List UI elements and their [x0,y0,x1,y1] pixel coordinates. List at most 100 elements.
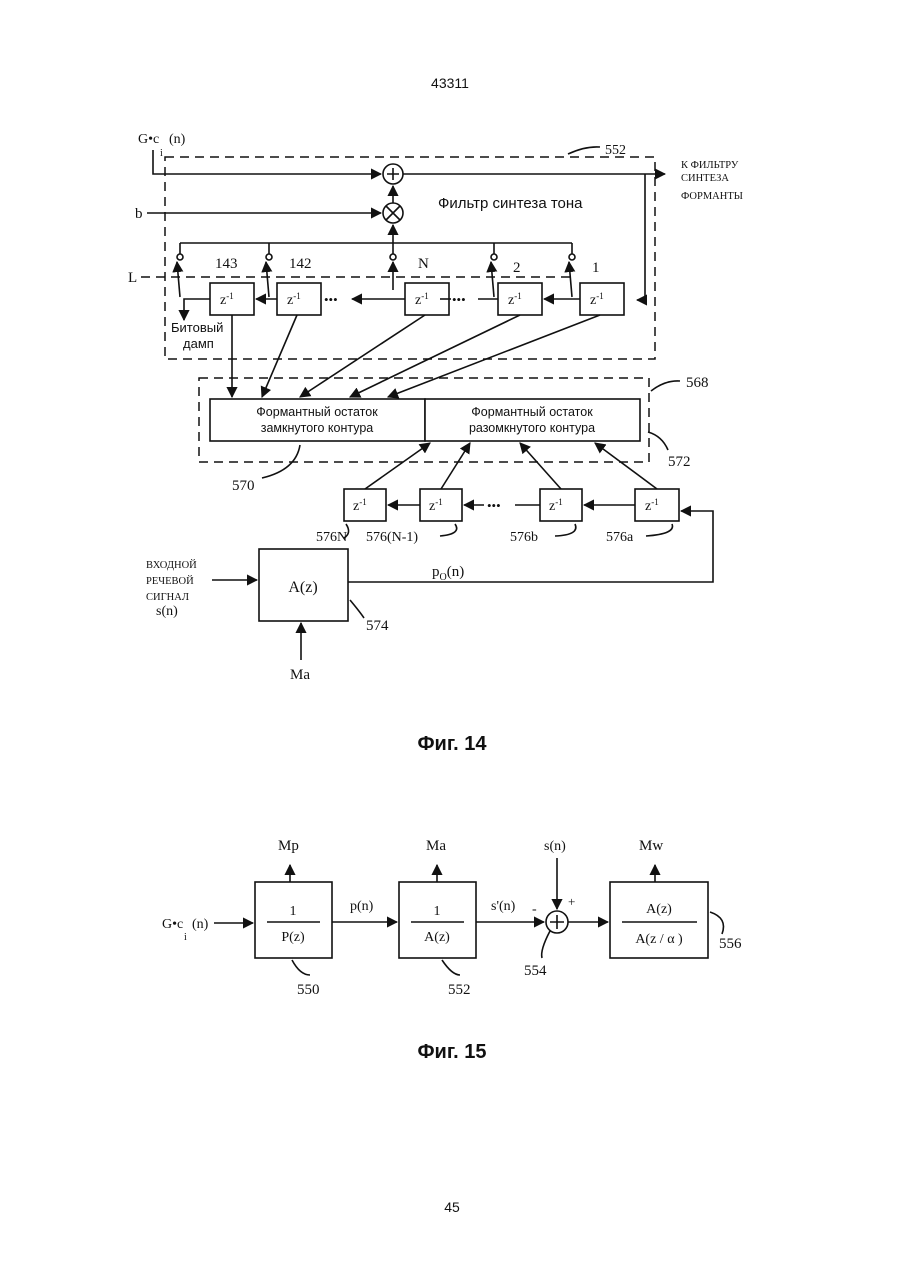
block1-control-label: Mp [278,838,299,854]
ref-576N-1: 576(N-1) [366,530,418,545]
576b-to-open-loop [520,443,561,489]
delay-block-143: z-1 [210,283,254,315]
speech-input-label-line4: s(n) [156,604,178,619]
p0-label: pO(n) [432,564,464,583]
p-signal-label: p(n) [350,899,374,914]
s-prime-signal-label: s'(n) [491,899,516,914]
formant-synthesis-block [399,882,476,958]
figure-14: G•c i (n) К ФИЛЬТРУ СИНТЕЗА ФОРМАНТЫ 552… [128,132,743,755]
open-loop-label-line1: Формантный остаток [471,405,593,419]
576a-to-open-loop [595,443,657,489]
tap-label-1: 1 [592,260,600,276]
ref-554-leader [542,931,550,958]
ref-552-leader [568,147,600,154]
gc-to-adder-line [153,150,381,174]
delay142-to-closed-loop [262,315,297,397]
ref-574-leader [350,600,364,618]
delay-block-2: z-1 [498,283,542,315]
tap-drops [180,243,572,254]
chain-to-bit-dump [184,299,210,320]
delayN-to-closed-loop [300,315,425,397]
bit-dump-label-line1: Битовый [171,320,223,335]
document-number: 43311 [431,75,469,91]
ref-576N-1-leader [440,524,457,536]
output-label-line3: ФОРМАНТЫ [681,191,743,202]
block2-control-label: Ma [426,838,446,854]
tap-contact-143 [177,254,183,260]
lower-chain-ellipsis: ••• [487,498,501,513]
tap-label-N: N [418,256,429,272]
ref-556-leader [710,912,724,934]
pitch-filter-title: Фильтр синтеза тона [438,195,583,212]
output-label-line2: СИНТЕЗА [681,173,729,184]
ref-552: 552 [605,143,626,158]
block2-denominator: A(z) [424,930,450,945]
delay-block-576a: z-1 [635,489,679,521]
fig15-input-gc-arg: (n) [192,917,209,932]
block1-numerator: 1 [290,904,297,919]
tap-label-2: 2 [513,260,521,276]
tap-contact-2 [491,254,497,260]
ma-control-label: Ma [290,667,310,683]
tap-contact-142 [266,254,272,260]
speech-input-label-line1: ВХОДНОЙ [146,559,197,571]
ref-552-fig15: 552 [448,982,471,998]
tap-label-143: 143 [215,256,238,272]
block1-denominator: P(z) [281,930,305,945]
ref-556: 556 [719,936,742,952]
bit-dump-label-line2: дамп [183,336,214,351]
576N-to-open-loop [365,443,430,489]
ref-570: 570 [232,478,255,494]
input-L-label: L [128,270,137,286]
summer-minus-sign: - [532,902,537,917]
ref-550: 550 [297,982,320,998]
delay-block-1: z-1 [580,283,624,315]
delay-block-576N: z-1 [344,489,386,521]
ref-568: 568 [686,375,709,391]
ref-572-leader [648,432,668,450]
figure-15: G•c i (n) 1 P(z) Mp 550 p(n) 1 A(z) Ma 5… [162,838,742,1063]
switch-arm-142 [266,262,269,297]
fig14-input-gc-label: G•c [138,132,159,147]
speech-input-label-line3: СИГНАЛ [146,592,189,603]
switch-arm-2 [491,262,494,297]
delay-block-142: z-1 [277,283,321,315]
analysis-filter-label: A(z) [288,579,317,596]
output-feedback-line [637,174,645,300]
block3-denominator: A(z / α ) [635,932,683,947]
ref-554: 554 [524,963,547,979]
fig15-input-gc-subscript: i [184,932,187,943]
ref-576a-leader [646,524,672,536]
ref-576b-leader [555,524,576,536]
576N-1-to-open-loop [441,443,470,489]
closed-loop-label-line1: Формантный остаток [256,405,378,419]
output-label-line1: К ФИЛЬТРУ [681,160,739,171]
tap-contact-N [390,254,396,260]
tap-label-142: 142 [289,256,312,272]
ref-550-leader [292,960,310,975]
delay-block-576b: z-1 [540,489,582,521]
speech-input-label-line2: РЕЧЕВОЙ [146,575,194,587]
figure-14-caption: Фиг. 14 [417,733,487,755]
fig15-input-gc-label: G•c [162,917,183,932]
pitch-synthesis-block [255,882,332,958]
input-b-label: b [135,206,143,222]
closed-loop-label-line2: замкнутого контура [261,421,374,435]
delay-block-576N-1: z-1 [420,489,462,521]
block3-control-label: Mw [639,838,663,854]
fig14-input-gc-arg: (n) [169,132,186,147]
ref-576b: 576b [510,530,538,545]
chain-ellipsis-right: ••• [452,292,466,307]
switch-arm-143 [177,262,180,297]
s-input-label: s(n) [544,839,566,854]
block3-numerator: A(z) [646,902,672,917]
block2-numerator: 1 [434,904,441,919]
switch-arm-1 [569,262,572,297]
summer-plus-sign: + [568,894,575,909]
ref-576a: 576a [606,530,634,545]
ref-568-leader [651,381,680,391]
pitch-filter-dashed-box [165,157,655,359]
figure-15-caption: Фиг. 15 [417,1041,486,1063]
